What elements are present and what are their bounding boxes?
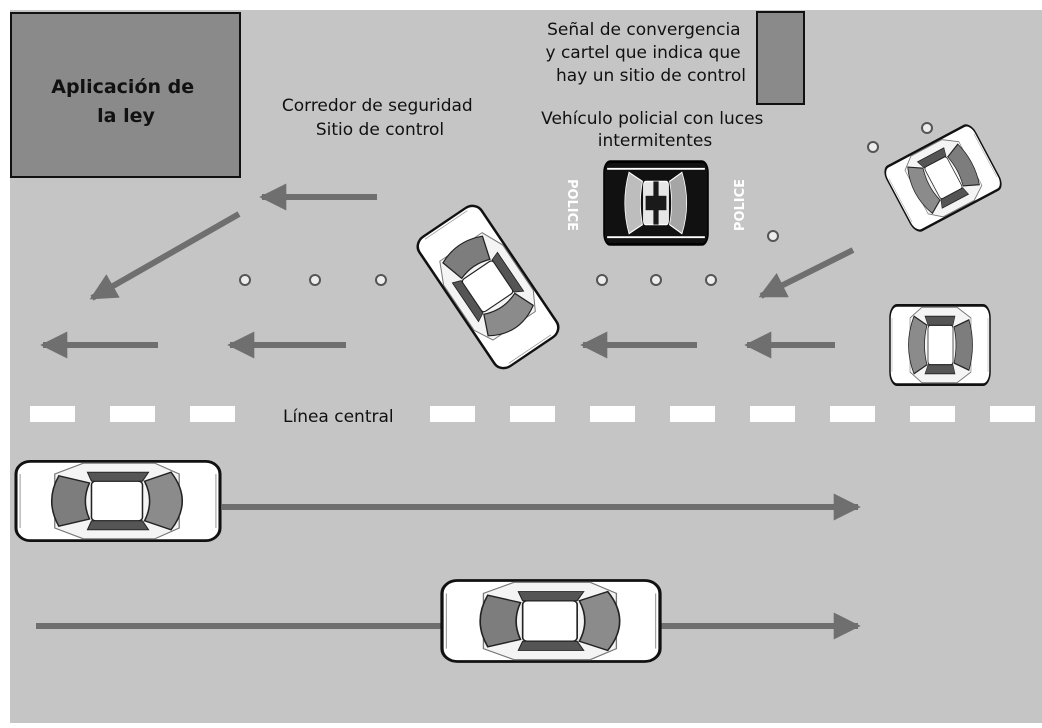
traffic-cone-icon: [767, 230, 779, 242]
arrow: [758, 247, 855, 299]
diversion-arrows: [40, 183, 855, 359]
stopped-car-icon: [888, 304, 992, 386]
through-car-icon: [440, 578, 662, 664]
through-car-icon: [14, 459, 222, 543]
traffic-cones: [239, 122, 933, 286]
enforcement-label: Aplicación de la ley: [51, 76, 201, 127]
enforcement-box: [10, 12, 241, 178]
sign-icon: [756, 11, 805, 105]
traffic-cone-icon: [375, 274, 387, 286]
sign-label: Señal de convergencia y cartel que indic…: [545, 20, 746, 86]
traffic-cone-icon: [650, 274, 662, 286]
traffic-cone-icon: [921, 122, 933, 134]
center-line: [30, 406, 1035, 422]
police-vehicle-label: Vehículo policial con luces intermitente…: [541, 109, 769, 151]
traffic-cone-icon: [309, 274, 321, 286]
traffic-cone-icon: [705, 274, 717, 286]
corridor-label: Corredor de seguridad Sitio de control: [282, 96, 478, 140]
traffic-cone-icon: [239, 274, 251, 286]
police-text-right: POLICE: [733, 179, 748, 231]
police-car-icon: [602, 160, 710, 246]
center-line-label: Línea central: [283, 407, 394, 427]
arrow: [89, 211, 241, 301]
traffic-cone-icon: [867, 141, 879, 153]
police-text-left: POLICE: [564, 179, 579, 231]
traffic-cone-icon: [596, 274, 608, 286]
